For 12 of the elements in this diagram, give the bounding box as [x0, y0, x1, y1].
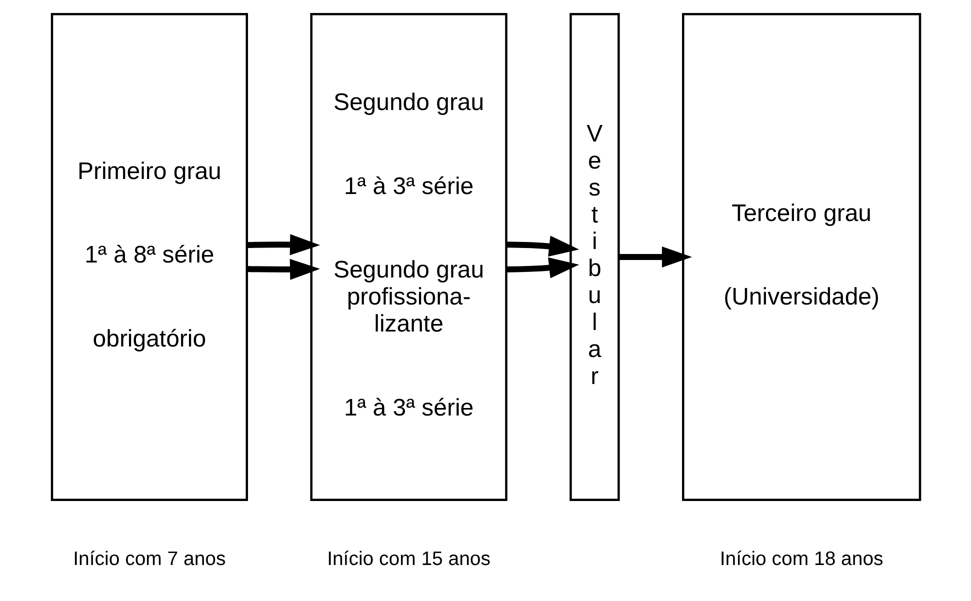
node-box: Segundo grau 1ª à 3ª série Segundo grau profissiona- lizante 1ª à 3ª série — [310, 13, 507, 501]
arrow — [618, 246, 692, 268]
arrow — [246, 258, 320, 280]
node-label: Início com 7 anos — [72, 548, 226, 570]
node-box: Vestibular — [569, 13, 620, 501]
node-box: Terceiro grau (Universidade) — [682, 13, 921, 501]
arrow — [246, 234, 320, 256]
node-label: Início com 15 anos — [326, 548, 490, 570]
arrow — [506, 257, 579, 278]
node-box: Primeiro grau 1ª à 8ª série obrigatório — [50, 13, 248, 501]
node-label: Início com 18 anos — [719, 548, 883, 570]
arrow — [506, 236, 579, 257]
